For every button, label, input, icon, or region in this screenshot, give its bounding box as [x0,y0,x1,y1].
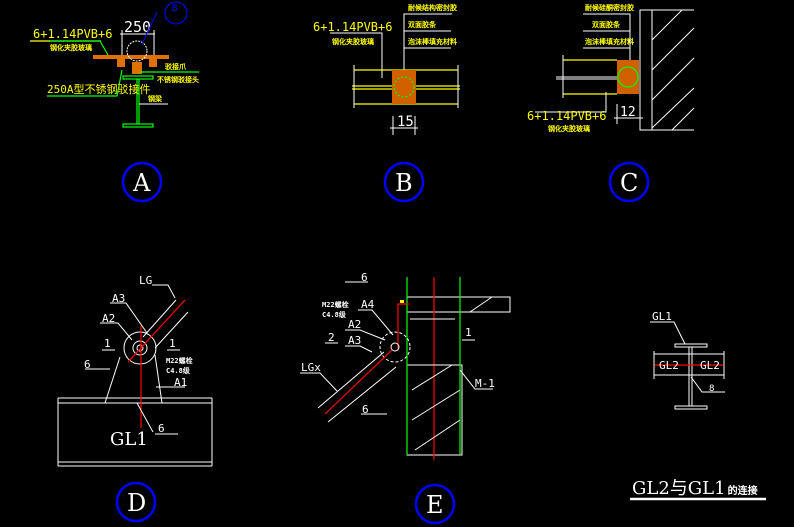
weld-d-1: 6 [84,358,91,371]
label-a1: A1 [174,376,187,389]
weld-e-bottom: 6 [362,403,369,416]
glass-pane [93,55,169,59]
weld-f: 8 [709,384,714,394]
svg-text:A: A [132,169,151,197]
glass-note-b: 钢化夹胶玻璃 [332,37,374,46]
svg-text:C: C [620,169,638,197]
label-gl1-f: GL1 [652,310,672,323]
sealant-joint [392,70,416,104]
label-a4: A4 [361,298,375,311]
detail-c: 耐候硅酮密封胶 双面胶条 泡沫棒填充材料 6+1.14PVB+6 钢化夹胶玻璃 … [527,3,695,133]
detail-label-b: B [383,161,425,203]
plate-m1: M-1 [475,377,495,390]
note-c-2: 双面胶条 [592,20,621,29]
detail-d: GL1 LG A3 A2 1 1 M22螺栓 C4.8级 A1 6 6 [57,274,213,467]
wall-finish [639,9,653,131]
label-gl2-left: GL2 [659,359,679,372]
weld-e-top: 6 [361,271,368,284]
right-note-1: 驳接爪 [165,62,187,71]
glass-note-c: 钢化夹胶玻璃 [548,124,590,133]
note-b-2: 双面胶条 [408,20,437,29]
glass-spec-a: 6+1.14PVB+6 [33,27,112,41]
connection-title-suffix: 的连接 [728,484,758,497]
bolt-d: M22螺栓 [166,356,193,365]
note-b-3: 泡沫棒填充材料 [408,37,457,46]
wall-hatch [651,9,695,131]
detail-label-e: E [414,483,456,525]
label-a2: A2 [102,312,115,325]
glass-note-a: 钢化夹胶玻璃 [50,43,92,52]
label-a3-e: A3 [348,334,361,347]
detail-b: 6+1.14PVB+6 钢化夹胶玻璃 耐候结构密封胶 双面胶条 泡沫棒填充材料 … [313,3,460,135]
note-c-3: 泡沫棒填充材料 [585,37,634,46]
dimension-a: 250 [124,18,151,36]
svg-text:B: B [395,169,413,197]
weld-d-2: 6 [158,422,165,435]
section-right: 1 [169,337,176,350]
glass-spec-b: 6+1.14PVB+6 [313,20,392,34]
dimension-b: 15 [397,114,414,130]
label-gl2-right: GL2 [700,359,720,372]
beam-note: 钢梁 [148,94,163,103]
note-b-1: 耐候结构密封胶 [408,3,457,12]
section-left: 1 [104,337,111,350]
label-a3: A3 [112,292,125,305]
connection-title: GL2与GL1 [632,478,726,499]
label-a2-e: A2 [348,318,361,331]
detail-label-c: C [608,161,650,203]
grade-d: C4.8级 [166,366,191,375]
beam-gl1: GL1 [110,429,148,450]
section-left-e: 2 [328,331,335,344]
bolt-e: M22螺栓 [322,300,349,309]
svg-text:D: D [127,489,146,517]
grade-e: C4.8级 [322,310,347,319]
fitting-note: 250A型不锈钢驳接件 [47,82,151,96]
glass-spec-c: 6+1.14PVB+6 [527,109,606,123]
svg-text:E: E [426,491,444,519]
ref-circle [164,1,188,25]
right-note-2: 不锈钢驳接头 [157,75,199,84]
label-lgx: LGx [301,361,321,374]
ref-mark: B [172,4,177,14]
detail-e: 6 M22螺栓 C4.8级 A4 A2 2 A3 1 LGx 6 M-1 [300,271,511,460]
detail-label-d: D [115,481,157,523]
note-c-1: 耐候硅酮密封胶 [585,3,634,12]
label-lg: LG [139,274,152,287]
dimension-c: 12 [620,105,636,120]
detail-a: 6+1.14PVB+6 钢化夹胶玻璃 250 B 驳接爪 不锈钢驳接头 钢梁 2… [30,1,199,128]
sealant-joint-c [617,60,639,94]
detail-label-a: A [121,161,163,203]
section-right-e: 1 [465,326,472,339]
